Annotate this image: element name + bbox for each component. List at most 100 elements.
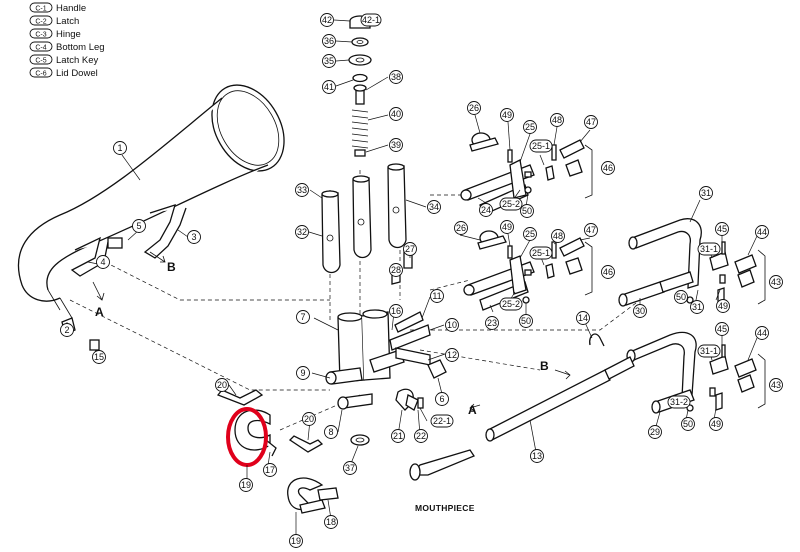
callout-49-upper-a: 49 [502,110,512,120]
legend-name-latch: Latch [56,16,79,27]
callout-8: 8 [328,427,333,437]
callout-15: 15 [94,352,104,362]
upper-slide-group [460,132,593,311]
callout-43-lower: 43 [771,380,781,390]
callout-30: 30 [635,306,645,316]
callout-45-lower: 45 [717,324,727,334]
callout-10: 10 [447,320,457,330]
callout-5: 5 [136,221,141,231]
callout-31-upper: 31 [701,188,711,198]
legend-name-lid-dowel: Lid Dowel [56,68,98,79]
callout-41: 41 [324,82,334,92]
legend: C-1 Handle C-2 Latch C-3 Hinge C-4 Botto… [29,2,105,79]
callout-40: 40 [391,109,401,119]
callout-25-2-lower: 25-2 [502,299,520,309]
callout-50-mid: 50 [521,316,531,326]
callout-16: 16 [391,306,401,316]
callout-4: 4 [100,257,105,267]
callout-32: 32 [297,227,307,237]
callout-circles: 42 42-1 36 35 41 38 40 39 33 34 32 27 28… [60,13,783,548]
callout-26-upper: 26 [469,103,479,113]
callout-28: 28 [391,265,401,275]
callout-18: 18 [326,517,336,527]
valve-stack [321,15,447,446]
callout-22: 22 [416,431,426,441]
callout-33: 33 [297,185,307,195]
callout-46-lower: 46 [603,267,613,277]
legend-pill-c3 [29,28,53,39]
callout-11: 11 [432,291,441,301]
callout-14: 14 [578,313,588,323]
legend-pill-c1 [29,2,53,13]
callout-20-upper: 20 [217,380,227,390]
arrow-a-right [469,403,481,412]
callout-21: 21 [393,431,403,441]
callout-42: 42 [322,15,332,25]
legend-name-latch-key: Latch Key [56,55,98,66]
bell-body [17,84,285,319]
callout-49-right-lower: 49 [711,419,721,429]
legend-name-hinge: Hinge [56,29,81,40]
legend-name-bottom-leg: Bottom Leg [56,42,105,53]
callout-43-upper: 43 [771,277,781,287]
leadpipe [469,333,635,442]
callout-29: 29 [650,427,660,437]
legend-code-c5: C-5 [35,58,46,65]
callout-31-2: 31-2 [670,397,688,407]
label-a-left: A [95,305,104,319]
legend-pill-c6 [29,67,53,78]
legend-code-c6: C-6 [35,71,46,78]
callout-19-upper: 19 [241,480,251,490]
legend-code-c2: C-2 [35,19,46,26]
callout-38: 38 [391,72,401,82]
callout-13: 13 [532,451,542,461]
label-b-left: B [167,260,176,274]
callout-20-lower: 20 [304,414,314,424]
callout-19-lower: 19 [291,536,301,546]
label-b-right: B [540,359,549,373]
callout-6: 6 [439,394,444,404]
callout-47-lower: 47 [586,225,596,235]
callout-31-small: 31 [692,302,702,312]
legend-pill-c5 [29,54,53,65]
callout-24: 24 [481,205,491,215]
callout-47-upper: 47 [586,117,596,127]
callout-12: 12 [447,350,457,360]
callout-25-1-upper: 25-1 [532,141,550,151]
callout-1: 1 [117,143,122,153]
handle-bracket [70,204,187,277]
callout-37: 37 [345,463,355,473]
callout-17: 17 [265,465,275,475]
callout-26-lower: 26 [456,223,466,233]
callout-50-upper: 50 [522,206,532,216]
callout-42-1: 42-1 [362,15,380,25]
arrow-b-left [149,251,166,263]
callout-44-upper: 44 [757,227,767,237]
arrow-a-left [92,281,105,301]
callout-25-lower: 25 [525,229,535,239]
legend-code-c4: C-4 [35,45,46,52]
callout-25-1-lower: 25-1 [532,248,550,258]
callout-9: 9 [300,368,305,378]
mouthpiece-label: MOUTHPIECE [415,503,475,513]
legend-pill-c4 [29,41,53,52]
callout-34: 34 [429,202,439,212]
legend-code-c1: C-1 [35,6,46,13]
arrow-b-right [554,369,571,380]
legend-pill-c2 [29,15,53,26]
leader-lines [66,19,758,537]
callout-36: 36 [324,36,334,46]
callout-48-upper: 48 [552,115,562,125]
callout-31-1-upper: 31-1 [700,244,718,254]
callout-7: 7 [300,312,305,322]
callout-23: 23 [487,318,497,328]
legend-name-handle: Handle [56,3,86,14]
legend-code-c3: C-3 [35,32,46,39]
callout-44-lower: 44 [757,328,767,338]
label-a-right: A [468,403,477,417]
callout-2: 2 [64,325,69,335]
callout-31-1-lower: 31-1 [700,346,718,356]
callout-48-lower: 48 [553,231,563,241]
part-15-drawing [89,339,100,351]
